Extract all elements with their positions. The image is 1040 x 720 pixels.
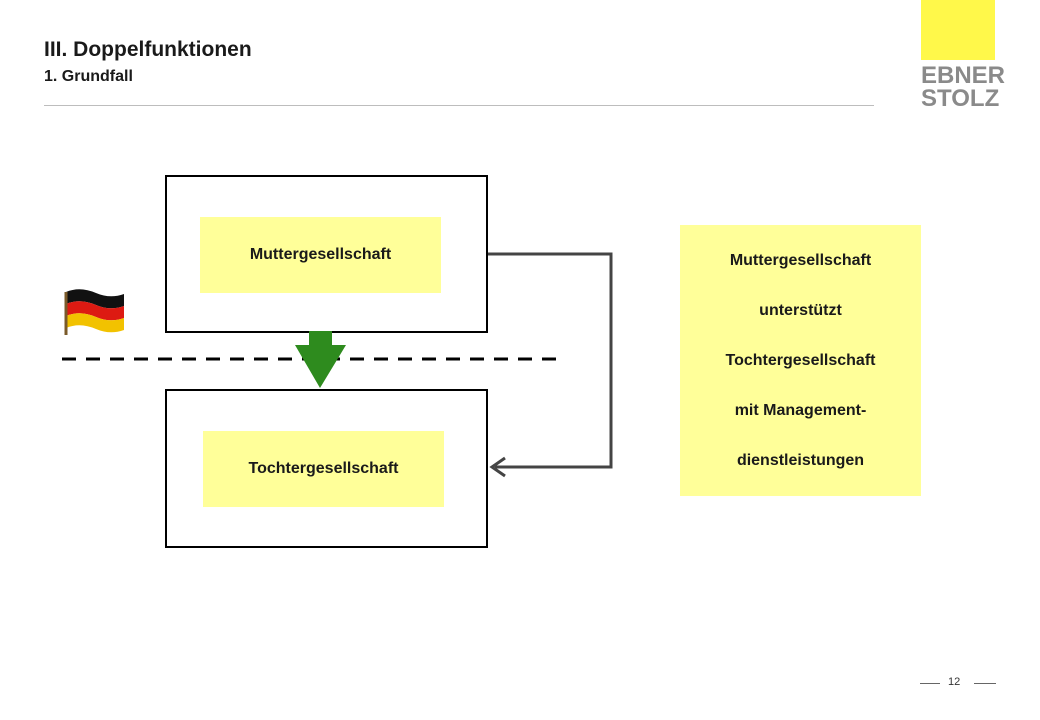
connector-arrowhead bbox=[489, 456, 506, 478]
page-number-rule-right bbox=[974, 683, 996, 684]
slide-subtitle: 1. Grundfall bbox=[44, 68, 133, 85]
note-line: dienstleistungen bbox=[736, 451, 865, 469]
parent-company-label: Muttergesellschaft bbox=[200, 217, 441, 293]
page-number: 12 bbox=[948, 676, 961, 688]
logo-line-1: EBNER bbox=[921, 62, 1006, 89]
note-line: Tochtergesellschaft bbox=[725, 351, 876, 369]
page-number-rule-left bbox=[920, 683, 940, 684]
company-logo: EBNER STOLZ bbox=[921, 62, 1006, 112]
slide-title: III. Doppelfunktionen bbox=[44, 38, 252, 61]
logo-line-2: STOLZ bbox=[921, 85, 1000, 112]
header-divider bbox=[44, 105, 874, 106]
note-line: mit Management- bbox=[734, 401, 867, 419]
subsidiary-label: Tochtergesellschaft bbox=[203, 431, 444, 507]
explanation-note: Muttergesellschaft unterstützt Tochterge… bbox=[680, 225, 921, 496]
germany-flag-icon bbox=[64, 289, 124, 335]
note-line: unterstützt bbox=[759, 301, 842, 319]
ownership-arrow bbox=[295, 331, 346, 388]
service-connector-line bbox=[488, 252, 613, 469]
logo-accent-block bbox=[921, 0, 995, 60]
note-line: Muttergesellschaft bbox=[729, 251, 872, 269]
